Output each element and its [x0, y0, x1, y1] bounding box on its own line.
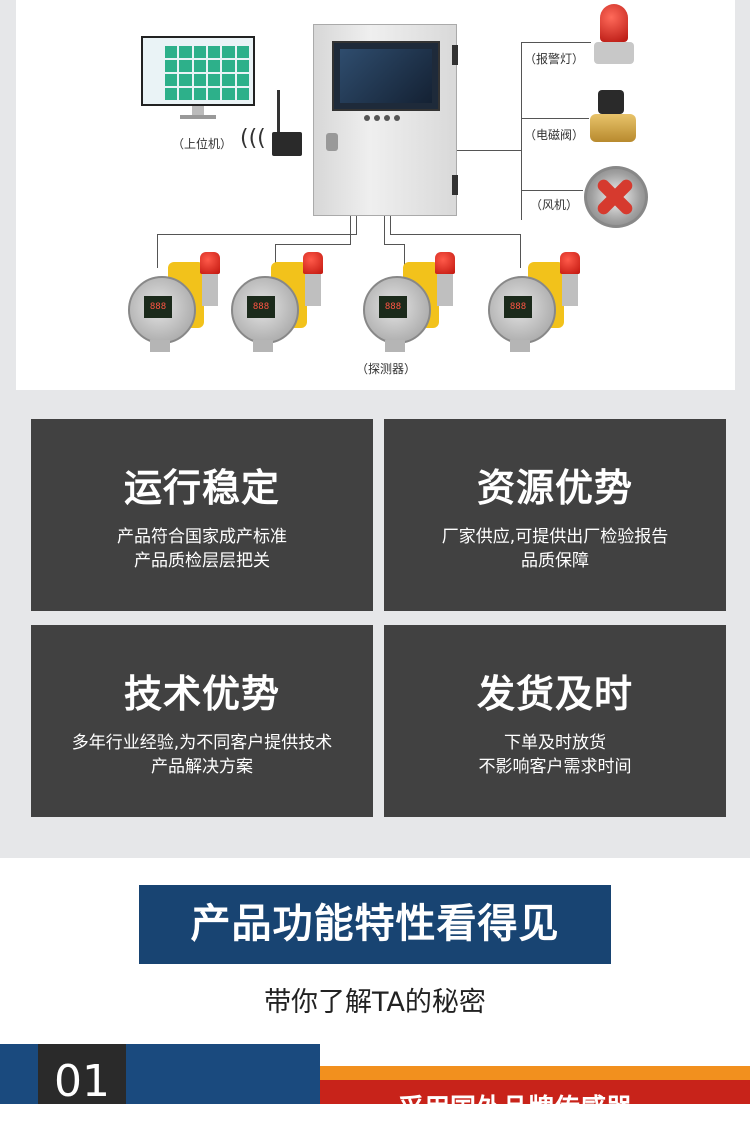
wireless-module-image: [272, 132, 302, 156]
detector-image-1: 888: [128, 252, 224, 352]
feature-title: 发货及时: [476, 672, 633, 716]
wire-to-fan: [521, 190, 583, 191]
wire-cabinet-right: [455, 150, 521, 151]
section-number-box: [38, 1044, 126, 1104]
section-title: 采用国外品牌传感器: [398, 1094, 633, 1124]
feature-line: 产品质检层层把关: [134, 551, 270, 571]
wire-bottom-right-drop: [384, 214, 385, 244]
feature-card-technology: 技术优势 多年行业经验,为不同客户提供技术 产品解决方案: [31, 625, 373, 817]
wire-bottom-left2-drop: [350, 214, 351, 244]
feature-title: 运行稳定: [123, 466, 280, 510]
feature-line: 下单及时放货: [504, 733, 606, 753]
router-antenna: [277, 90, 280, 134]
wire-det2-drop: [275, 244, 276, 268]
feature-title: 技术优势: [123, 672, 280, 716]
alarm-lamp-label: （报警灯）: [524, 52, 585, 66]
wire-to-valve: [521, 118, 589, 119]
wire-det4: [390, 234, 520, 235]
monitor-base: [180, 115, 216, 119]
wifi-icon: (((: [240, 126, 266, 151]
feature-title: 资源优势: [476, 466, 633, 510]
section-accent-orange: [320, 1066, 750, 1080]
section-banner-subtitle: 带你了解TA的秘密: [264, 987, 486, 1018]
wire-bottom-right2-drop: [390, 214, 391, 234]
feature-line: 不影响客户需求时间: [478, 757, 632, 777]
detector-image-2: 888: [231, 252, 327, 352]
cabinet-lock-icon: [326, 133, 338, 151]
feature-line: 厂家供应,可提供出厂检验报告: [441, 527, 669, 547]
wire-bottom-left-drop: [356, 214, 357, 234]
feature-line: 产品符合国家成产标准: [117, 527, 287, 547]
feature-card-resource: 资源优势 厂家供应,可提供出厂检验报告 品质保障: [384, 419, 726, 611]
feature-card-shipping: 发货及时 下单及时放货 不影响客户需求时间: [384, 625, 726, 817]
detector-display: 888: [379, 296, 407, 318]
section-title-bar: [320, 1080, 750, 1104]
wire-det3-drop: [404, 244, 405, 268]
wire-det4-drop: [520, 234, 521, 268]
host-label: （上位机）: [172, 137, 233, 151]
alarm-lamp-image: [594, 4, 634, 64]
cabinet-screen: [332, 41, 440, 111]
feature-line: 产品解决方案: [151, 757, 253, 777]
detector-image-4: 888: [488, 252, 584, 352]
section-number: 01: [54, 1056, 110, 1107]
fan-label: （风机）: [530, 198, 579, 212]
feature-card-stable: 运行稳定 产品符合国家成产标准 产品质检层层把关: [31, 419, 373, 611]
solenoid-valve-image: [590, 90, 636, 144]
detector-image-3: 888: [363, 252, 459, 352]
wire-to-lamp: [521, 42, 591, 43]
detector-label: （探测器）: [356, 362, 417, 376]
wire-bus-vertical: [521, 42, 522, 220]
wire-det1-drop: [157, 234, 158, 268]
detector-display: 888: [144, 296, 172, 318]
wire-det3: [384, 244, 404, 245]
monitor-stand: [192, 106, 204, 116]
fan-image: [584, 166, 648, 228]
host-monitor-image: [141, 36, 255, 106]
section-banner-title: 产品功能特性看得见: [139, 885, 611, 964]
detector-display: 888: [504, 296, 532, 318]
wire-det1: [157, 234, 357, 235]
feature-line: 品质保障: [521, 551, 589, 571]
controller-cabinet-image: [313, 24, 458, 216]
detector-display: 888: [247, 296, 275, 318]
feature-line: 多年行业经验,为不同客户提供技术: [71, 733, 333, 753]
monitor-screen: [143, 38, 253, 104]
wire-det2: [275, 244, 351, 245]
valve-label: （电磁阀）: [524, 128, 585, 142]
